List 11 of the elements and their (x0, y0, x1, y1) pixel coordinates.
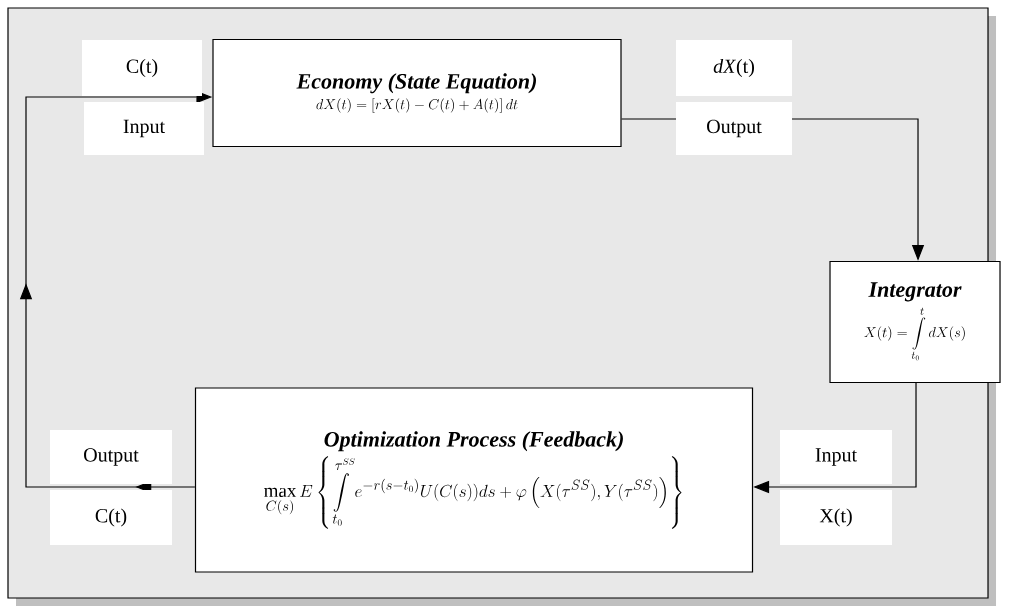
io-label: dX(t) (676, 40, 792, 96)
process-box: Integrator $X(t) = \int\limits_{t_0}^{t} dX(s)$ (829, 260, 1001, 384)
io-label: C(t) (50, 490, 172, 545)
io-label: C(t) (82, 40, 202, 96)
process-box: Optimization Process (Feedback) $\max_{C(s)} E\left\{\int\limits_{t_0}^{\tau^{SS}} e^{-r(s-t_0)}U(C(s))ds + \varphi\left(X(\tau^{SS}),Y(\tau^{SS})\right)\right\}$ (194, 387, 754, 573)
io-label: Input (84, 102, 204, 155)
io-label: Output (676, 102, 792, 155)
io-label: X(t) (780, 490, 892, 545)
io-label: Output (50, 430, 172, 484)
io-label: Input (780, 430, 892, 484)
process-box: Economy (State Equation) $dX(t) = \left[rX(t) - C(t) + A(t)\right]dt$ (212, 38, 622, 148)
